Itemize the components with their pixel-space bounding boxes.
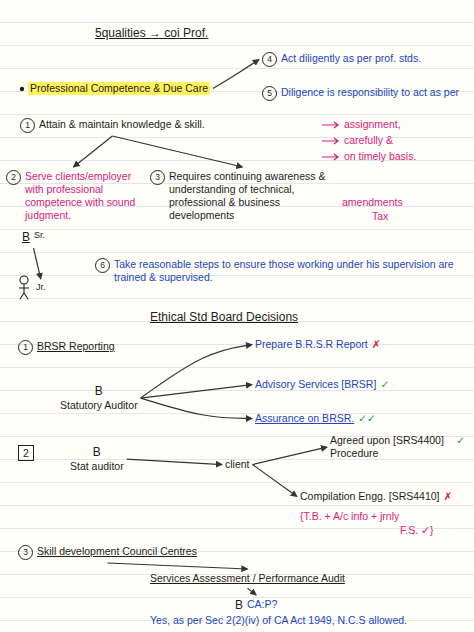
page-title: 5qualities → coi Prof. bbox=[95, 26, 208, 41]
node-text: Sr. bbox=[34, 230, 45, 241]
outcome-item: Assurance on BRSR. ✓✓ bbox=[255, 412, 376, 425]
callout-number: 3 bbox=[150, 170, 165, 185]
node-text: Take reasonable steps to ensure those wo… bbox=[114, 258, 455, 284]
list-item: carefully & bbox=[344, 134, 393, 147]
connector-arrow bbox=[74, 136, 113, 167]
node-text: Compilation Engg. [SRS4410] bbox=[300, 490, 440, 503]
section-number-box: 2 bbox=[18, 445, 34, 461]
node-text: BRSR Reporting bbox=[37, 340, 115, 353]
mark-symbol: ✗ bbox=[372, 338, 381, 351]
callout-number: 1 bbox=[20, 118, 35, 133]
side-note: amendments bbox=[342, 196, 403, 209]
question-node: B CA:P? bbox=[235, 598, 277, 613]
outcome-item: Compilation Engg. [SRS4410] ✗ bbox=[300, 490, 468, 503]
service-node: Services Assessment / Performance Audit bbox=[150, 572, 345, 585]
client-node: client bbox=[225, 458, 250, 471]
node-text: Services Assessment / Performance Audit bbox=[150, 572, 345, 585]
side-note: F.S. ✓} bbox=[400, 524, 434, 537]
connector-arrow bbox=[127, 459, 222, 465]
section-heading: 1 BRSR Reporting bbox=[18, 340, 115, 355]
connector-arrow bbox=[253, 447, 327, 464]
mark-symbol: ✓✓ bbox=[358, 412, 376, 425]
topic-heading: Professional Competence & Due Care bbox=[28, 82, 210, 95]
list-item: on timely basis. bbox=[344, 150, 416, 163]
node-text: B bbox=[235, 598, 243, 613]
callout-number: 6 bbox=[95, 258, 110, 273]
note-item: 5 Diligence is responsibility to act as p… bbox=[262, 86, 467, 101]
callout-number: 2 bbox=[6, 170, 21, 185]
callout-number: 1 bbox=[18, 340, 33, 355]
node-text: B bbox=[22, 230, 30, 245]
mark-symbol: ✗ bbox=[444, 490, 453, 503]
callout-number: 3 bbox=[18, 545, 33, 560]
junior-label: Jr. bbox=[36, 282, 46, 293]
node-text: Diligence is responsibility to act as pe… bbox=[281, 86, 459, 99]
node-text: Assurance on BRSR. bbox=[255, 412, 354, 425]
outcome-item: Advisory Services [BRSR] ✓ bbox=[255, 378, 389, 391]
connector-arrow bbox=[213, 60, 259, 89]
node-text: Attain & maintain knowledge & skill. bbox=[39, 118, 205, 131]
node-text: B bbox=[95, 384, 103, 399]
outcome-item: Agreed upon [SRS4400] Procedure ✓ bbox=[330, 434, 465, 460]
mark-symbol: ✓ bbox=[456, 434, 465, 447]
senior-label: B Sr. bbox=[22, 230, 45, 245]
section-heading: 3 Skill development Council Centres bbox=[18, 545, 197, 560]
callout-number: 2 bbox=[18, 445, 34, 461]
node-text: Act diligently as per prof. stds. bbox=[281, 52, 421, 65]
note-item: 3 Requires continuing awareness & underst… bbox=[150, 170, 335, 223]
node-text: CA:P? bbox=[247, 598, 277, 611]
node-text: Jr. bbox=[36, 282, 46, 293]
connector-arrow bbox=[107, 563, 247, 569]
node-text: Stat auditor bbox=[70, 460, 124, 473]
note-item: 4 Act diligently as per prof. stds. bbox=[262, 52, 467, 67]
side-note: Tax bbox=[372, 210, 388, 223]
list-item: assignment, bbox=[344, 118, 401, 131]
node-text: Requires continuing awareness & understa… bbox=[169, 170, 335, 223]
person-figure bbox=[19, 276, 29, 299]
node-text: Agreed upon [SRS4400] Procedure bbox=[330, 434, 452, 460]
note-item: 2 Serve clients/employer with professiona… bbox=[6, 170, 141, 223]
node-text: Serve clients/employer with professional… bbox=[25, 170, 141, 223]
node-text: Skill development Council Centres bbox=[37, 545, 197, 558]
answer-note: Yes, as per Sec 2(2)(iv) of CA Act 1949,… bbox=[150, 614, 407, 627]
connector-arrow bbox=[112, 136, 242, 167]
mark-symbol: ✓ bbox=[380, 378, 389, 391]
node-text: Professional Competence & Due Care bbox=[28, 82, 210, 95]
outcome-item: Prepare B.R.S.R Report ✗ bbox=[255, 338, 380, 351]
callout-number: 5 bbox=[262, 86, 277, 101]
role-node: BStat auditor bbox=[70, 445, 124, 473]
side-note: {T.B. + A/c info + jrnly bbox=[300, 510, 399, 523]
connector-arrow bbox=[34, 248, 41, 279]
connector-arrow bbox=[141, 345, 252, 399]
list-arrows bbox=[322, 122, 338, 160]
section-title: Ethical Std Board Decisions bbox=[150, 310, 298, 325]
callout-number: 4 bbox=[262, 52, 277, 67]
connector-arrow bbox=[247, 588, 256, 595]
node-text: Advisory Services [BRSR] bbox=[255, 378, 376, 391]
bullet-dot bbox=[20, 87, 24, 91]
node-text: B bbox=[93, 445, 101, 460]
note-item: 6 Take reasonable steps to ensure those w… bbox=[95, 258, 455, 284]
connector-arrow bbox=[253, 465, 297, 497]
role-node: BStatutory Auditor bbox=[60, 384, 138, 412]
node-text: Statutory Auditor bbox=[60, 399, 138, 412]
connector-arrow bbox=[141, 385, 252, 399]
note-item: 1 Attain & maintain knowledge & skill. bbox=[20, 118, 205, 133]
connector-arrow bbox=[141, 398, 252, 419]
node-text: client bbox=[225, 458, 250, 471]
node-text: Prepare B.R.S.R Report bbox=[255, 338, 368, 351]
